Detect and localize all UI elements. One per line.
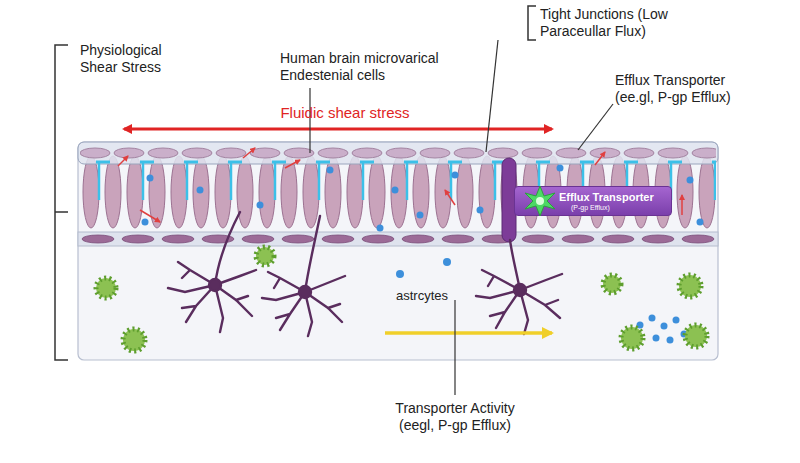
efflux-transporter-bar: Efflux Transporter(P-gp Efflux) — [514, 186, 672, 216]
lower-chamber: astrcytes — [78, 246, 718, 360]
solute-dot — [557, 165, 564, 172]
flow-arrow — [595, 152, 605, 165]
device-chamber — [78, 142, 718, 360]
microglia-group — [96, 247, 707, 351]
solute-dot — [697, 219, 704, 226]
flow-arrow — [445, 190, 455, 205]
solute-dot — [377, 225, 384, 232]
callout-label: Efflux Transporter (ee.gl, P-gp Efflux) — [615, 72, 755, 106]
solute-dot — [396, 270, 404, 278]
solute-dot — [653, 335, 660, 342]
microglia — [123, 329, 145, 351]
solute-dot — [197, 187, 204, 194]
microglia — [685, 325, 707, 347]
substrate-core — [536, 197, 544, 205]
transporter-subtitle: (P-gp Efflux) — [571, 203, 610, 212]
callout-label: Physiological Shear Stress — [80, 42, 190, 76]
callout-label: Transporter Activity (eegl, P-gp Efflux) — [380, 400, 530, 434]
solute-dot — [661, 323, 668, 330]
endothelial-layer — [80, 150, 716, 234]
microglia — [256, 247, 274, 265]
flow-label: Fluidic shear stress — [255, 104, 435, 121]
leader-line — [486, 40, 498, 152]
solute-dot — [667, 337, 674, 344]
membrane-cells — [80, 233, 716, 245]
solute-dot — [687, 177, 694, 184]
solute-dot — [417, 212, 424, 219]
leader-lines — [310, 40, 613, 395]
bracket — [55, 45, 68, 360]
astrocyte-process — [476, 240, 562, 334]
solute-dot — [673, 317, 680, 324]
microglia — [679, 275, 701, 297]
callout-label: Tight Junctions (Low Paraceullar Flux) — [540, 6, 710, 40]
solute-dot — [477, 207, 484, 214]
porous-membrane — [78, 232, 718, 246]
substrate-star — [525, 186, 555, 216]
flow-arrow-yellow — [385, 331, 552, 335]
microglia — [621, 327, 643, 349]
astrocyte-body — [209, 279, 221, 291]
astrocyte-process — [262, 216, 345, 336]
solute-dot — [257, 202, 264, 209]
leader-line — [454, 300, 455, 395]
transporter-title: Efflux Transporter — [559, 191, 654, 203]
flow-arrow — [285, 160, 300, 168]
solute-dot — [443, 258, 451, 266]
tight-junction-row — [80, 150, 716, 230]
solute-dot — [147, 175, 154, 182]
chamber-label: astrcytes — [396, 288, 448, 303]
solute-dot — [452, 172, 459, 179]
flow-arrow — [243, 148, 255, 158]
solute-dot — [649, 315, 656, 322]
leader-line — [578, 104, 613, 150]
astrocyte-body — [514, 284, 526, 296]
flow-arrow — [681, 195, 683, 215]
bracket — [528, 6, 536, 40]
flow-arrows — [118, 148, 682, 222]
solute-dot — [327, 167, 334, 174]
astrocyte — [476, 240, 562, 334]
flow-arrow — [140, 210, 160, 222]
solute-dot — [392, 187, 399, 194]
astrocyte — [168, 212, 256, 332]
microglia — [603, 275, 621, 293]
callout-label: Human brain microvarical Endestenial cel… — [280, 50, 455, 84]
flow-arrow — [118, 156, 128, 166]
solute-dot — [142, 219, 149, 226]
astrocyte-process — [168, 212, 256, 332]
solute-dots — [142, 165, 704, 344]
microglia — [96, 278, 116, 298]
astrocyte — [262, 216, 345, 336]
astrocyte-body — [299, 286, 311, 298]
